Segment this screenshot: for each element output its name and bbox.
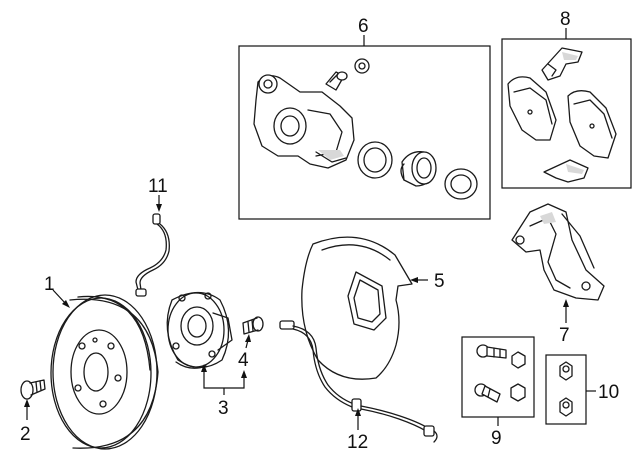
callout-10: 10	[598, 382, 619, 403]
bracket-bolt-upper	[476, 344, 507, 359]
callout-11: 11	[148, 176, 168, 197]
caliper-piston	[400, 151, 437, 187]
lug-nut-upper	[559, 361, 573, 381]
callout-12: 12	[347, 432, 368, 453]
brake-pad-right	[567, 90, 617, 159]
callout-2: 2	[20, 424, 31, 445]
callout-6: 6	[358, 16, 369, 37]
caliper-bracket	[511, 203, 605, 301]
piston-seal	[357, 141, 393, 179]
brake-rotor	[50, 294, 159, 450]
callout-8: 8	[560, 9, 571, 30]
callout-7: 7	[559, 325, 570, 346]
callout-5: 5	[434, 271, 445, 292]
nuts-box	[545, 354, 587, 425]
wheel-speed-sensor	[279, 320, 438, 443]
pad-clip-bottom	[543, 159, 589, 183]
brake-pad-left	[507, 76, 557, 141]
hub-bearing	[166, 291, 233, 369]
brake-caliper	[253, 74, 355, 169]
hub-bolt	[242, 316, 264, 335]
dust-boot	[444, 168, 478, 200]
splash-shield	[301, 236, 413, 380]
leader-lines	[24, 28, 596, 430]
callout-3: 3	[218, 398, 229, 419]
wheel-speed-line-upper	[135, 213, 170, 297]
bleeder-valve	[325, 71, 348, 91]
bleeder-cap	[354, 58, 370, 74]
slide-nut-lower	[510, 383, 526, 402]
callout-4: 4	[238, 350, 249, 371]
callout-1: 1	[44, 274, 55, 295]
pad-clip-top	[541, 47, 583, 81]
slide-nut-upper	[511, 351, 526, 369]
lug-nut-lower	[559, 397, 573, 417]
bracket-bolt-lower	[474, 383, 501, 403]
rotor-screw	[20, 379, 46, 400]
callout-9: 9	[491, 428, 502, 449]
